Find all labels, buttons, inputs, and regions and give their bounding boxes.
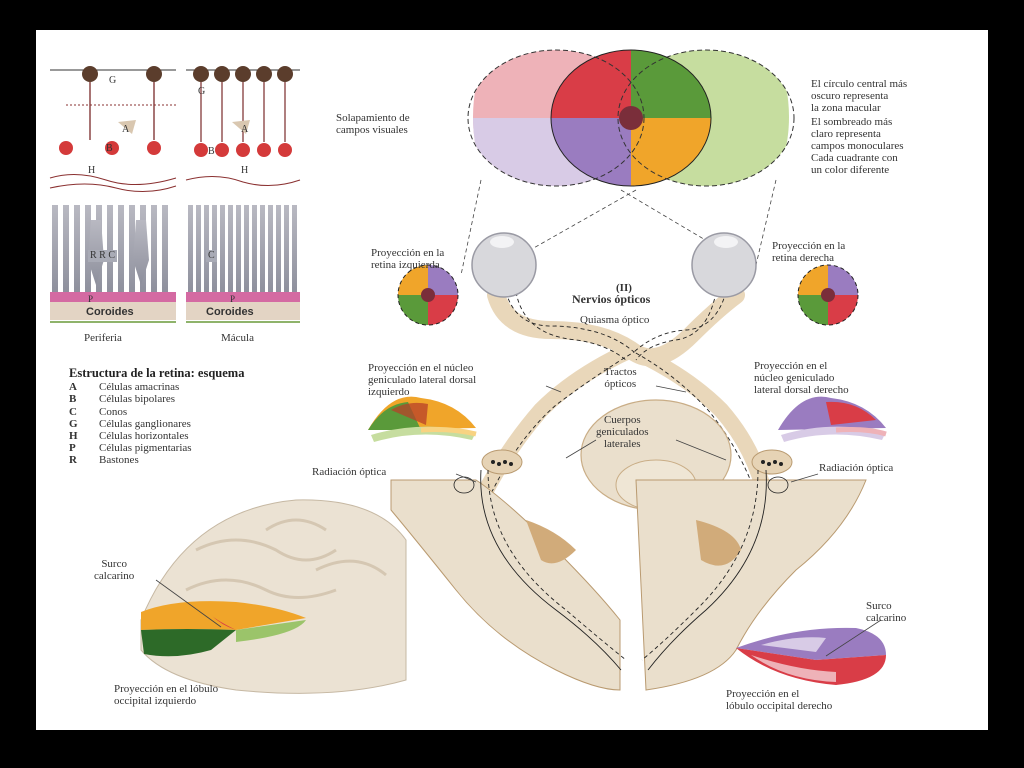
amacrine-cell [232, 120, 250, 134]
retina-projection-left [397, 264, 459, 326]
retina-projection-right [797, 264, 859, 326]
radiacion-izq-label: Radiación óptica [312, 466, 387, 478]
left-eye [471, 232, 537, 298]
quadrant-red [551, 50, 631, 118]
occipital-projection-right [736, 627, 886, 685]
nervios-opticos-label: Nervios ópticos [572, 292, 651, 306]
macula-label: Mácula [221, 332, 254, 344]
lgn-projection-right [778, 396, 887, 442]
retina-periphery-panel [49, 66, 177, 192]
brain-section [390, 399, 867, 691]
ganglion-cell [193, 66, 209, 82]
retina-label-a: A [122, 124, 130, 135]
retina-label-p-macula: P [230, 294, 236, 304]
ganglion-cell [146, 66, 162, 82]
ganglion-cell [235, 66, 251, 82]
ganglion-cell [277, 66, 293, 82]
quadrant-green [631, 50, 711, 118]
brain-lateral-view [140, 499, 407, 694]
quiasma-label: Quiasma óptico [580, 314, 650, 326]
macula-center [619, 106, 643, 130]
coroides-band [50, 302, 176, 320]
ganglion-cell [256, 66, 272, 82]
retina-label-b-macula: B [208, 146, 215, 157]
pigment-layer [186, 292, 300, 302]
coroides-band [186, 302, 300, 320]
retina-label-a-macula: A [241, 124, 249, 135]
lgn-projection-left [368, 396, 477, 442]
retina-label-g: G [109, 75, 117, 86]
quadrant-purple [551, 118, 631, 186]
right-eye [691, 232, 757, 298]
bipolar-cell [105, 141, 119, 155]
amacrine-cell [118, 120, 136, 134]
retina-label-p: P [88, 294, 94, 304]
visual-field-overlap [460, 49, 795, 276]
bipolar-cell [59, 141, 73, 155]
ganglion-cell [214, 66, 230, 82]
retina-label-h-macula: H [241, 165, 249, 176]
slide: G G A A B B H H R R C C P P Coroides Cor… [36, 30, 988, 730]
retina-label-c: C [206, 250, 217, 262]
retina-label-b: B [106, 143, 113, 154]
retina-schematic [49, 66, 301, 323]
coroides-label-periferia: Coroides [86, 306, 134, 318]
radiacion-der-label: Radiación óptica [819, 462, 894, 474]
bipolar-cell [147, 141, 161, 155]
ganglion-cell [82, 66, 98, 82]
visual-pathway-diagram [49, 49, 887, 694]
periferia-label: Periferia [84, 332, 122, 344]
occipital-projection-left [141, 601, 306, 657]
retina-macula-panel [185, 66, 301, 186]
nervio-number: (II) [616, 282, 632, 294]
legend-title: Estructura de la retina: esquema [69, 366, 245, 380]
leader-lines [155, 385, 882, 657]
quadrant-orange [631, 118, 711, 186]
retina-label-rrc: R R C [88, 250, 118, 262]
pigment-layer [50, 292, 176, 302]
retina-label-h: H [88, 165, 96, 176]
coroides-label-macula: Coroides [206, 306, 254, 318]
retina-label-g-macula: G [198, 86, 206, 97]
